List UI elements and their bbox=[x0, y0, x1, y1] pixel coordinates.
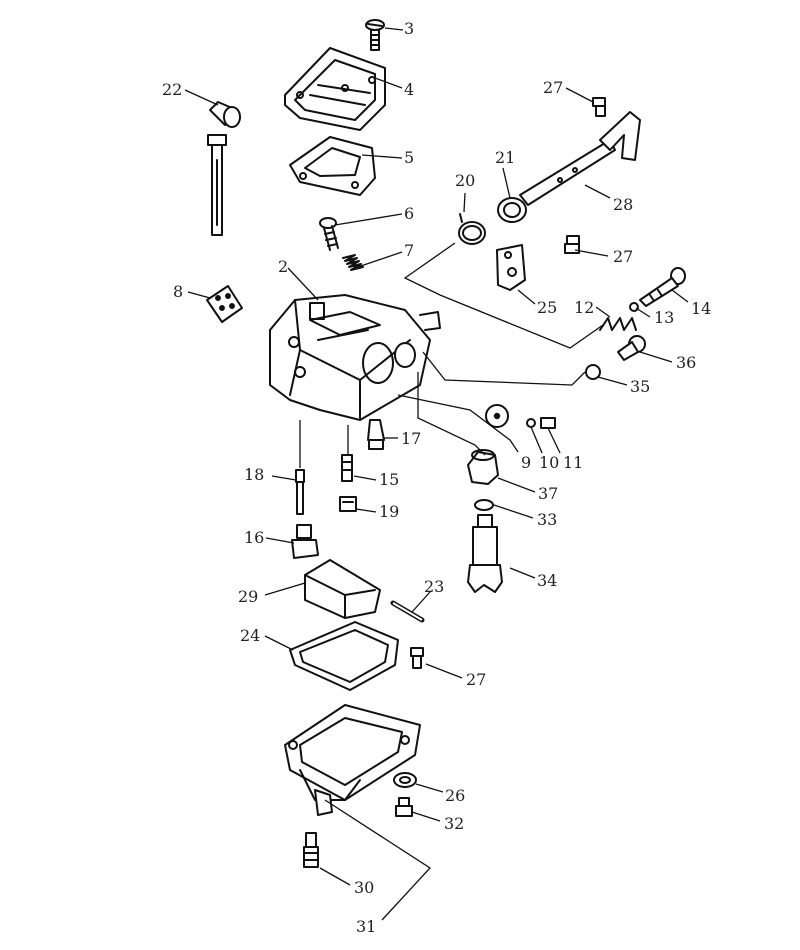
callout-17: 17 bbox=[401, 429, 421, 448]
part-11-screw bbox=[540, 417, 556, 429]
callout-24: 24 bbox=[240, 626, 260, 645]
part-22-choke-shaft bbox=[207, 101, 241, 236]
callout-35: 35 bbox=[630, 377, 650, 396]
callout-34: 34 bbox=[537, 571, 557, 590]
callout-25: 25 bbox=[537, 298, 557, 317]
callout-6: 6 bbox=[404, 204, 414, 223]
part-2-carburetor-body bbox=[269, 294, 441, 421]
callout-27-lower: 27 bbox=[466, 670, 486, 689]
part-18-needle bbox=[295, 469, 305, 515]
part-35-o-ring bbox=[585, 364, 601, 380]
part-8-plate bbox=[206, 285, 243, 323]
part-14-adjusting-screw bbox=[639, 267, 686, 307]
part-19-jet bbox=[339, 496, 357, 512]
callout-30: 30 bbox=[354, 878, 374, 897]
callout-20: 20 bbox=[455, 171, 475, 190]
callout-18: 18 bbox=[244, 465, 264, 484]
callout-19: 19 bbox=[379, 502, 399, 521]
callout-27-top: 27 bbox=[543, 78, 563, 97]
part-12-spring bbox=[599, 317, 637, 331]
callout-31: 31 bbox=[356, 917, 376, 936]
part-10-washer bbox=[526, 418, 536, 428]
callout-37: 37 bbox=[538, 484, 558, 503]
callout-5: 5 bbox=[404, 148, 414, 167]
part-33-ring bbox=[474, 499, 494, 511]
part-24-chamber-gasket bbox=[289, 621, 399, 691]
part-3-screw bbox=[365, 19, 385, 51]
part-27-screw-middle bbox=[564, 235, 580, 254]
callout-28: 28 bbox=[613, 195, 633, 214]
part-36-pilot-screw bbox=[617, 335, 646, 361]
part-28-throttle-shaft bbox=[519, 111, 641, 206]
callout-36: 36 bbox=[676, 353, 696, 372]
callout-7: 7 bbox=[404, 241, 414, 260]
callout-15: 15 bbox=[379, 470, 399, 489]
part-16-nut bbox=[291, 524, 319, 559]
callout-10: 10 bbox=[539, 453, 559, 472]
callout-2: 2 bbox=[278, 257, 288, 276]
callout-33: 33 bbox=[537, 510, 557, 529]
callout-11: 11 bbox=[563, 453, 583, 472]
callout-9: 9 bbox=[521, 453, 531, 472]
callout-8: 8 bbox=[173, 282, 183, 301]
callout-13: 13 bbox=[654, 308, 674, 327]
callout-26: 26 bbox=[445, 786, 465, 805]
callout-21: 21 bbox=[495, 148, 515, 167]
part-34-throttle-slide bbox=[467, 514, 503, 593]
leader-lines bbox=[184, 27, 689, 921]
part-29-float bbox=[304, 559, 381, 619]
callout-3: 3 bbox=[404, 19, 414, 38]
part-20-spring bbox=[458, 213, 486, 245]
callout-12: 12 bbox=[574, 298, 594, 317]
callout-4: 4 bbox=[404, 80, 414, 99]
part-30-drain-screw bbox=[303, 832, 319, 868]
part-17-jet bbox=[367, 419, 385, 450]
part-27-screw-top bbox=[592, 97, 606, 117]
part-23-pin bbox=[390, 600, 425, 623]
part-21-bushing bbox=[497, 197, 527, 223]
callout-22: 22 bbox=[162, 80, 182, 99]
part-7-spring bbox=[342, 254, 364, 271]
part-13-o-ring bbox=[629, 302, 639, 312]
part-27-screw-lower bbox=[410, 647, 424, 669]
part-37-slide-cap bbox=[467, 449, 499, 485]
callout-29: 29 bbox=[238, 587, 258, 606]
part-6-screw bbox=[319, 217, 339, 251]
part-31-float-chamber bbox=[284, 704, 421, 816]
part-4-cover-plate bbox=[284, 47, 386, 131]
callout-23: 23 bbox=[424, 577, 444, 596]
callout-14: 14 bbox=[691, 299, 711, 318]
part-25-throttle-lever bbox=[496, 244, 526, 291]
part-15-jet-holder bbox=[341, 454, 353, 482]
callout-labels: 2 3 4 5 6 7 8 9 10 11 12 13 14 15 16 17 … bbox=[162, 19, 711, 936]
callout-32: 32 bbox=[444, 814, 464, 833]
callout-27-middle: 27 bbox=[613, 247, 633, 266]
part-26-o-ring bbox=[393, 772, 417, 788]
callout-16: 16 bbox=[244, 528, 264, 547]
part-9-washer bbox=[485, 404, 509, 428]
part-5-gasket bbox=[289, 136, 376, 196]
part-32-drain-screw bbox=[395, 797, 413, 817]
